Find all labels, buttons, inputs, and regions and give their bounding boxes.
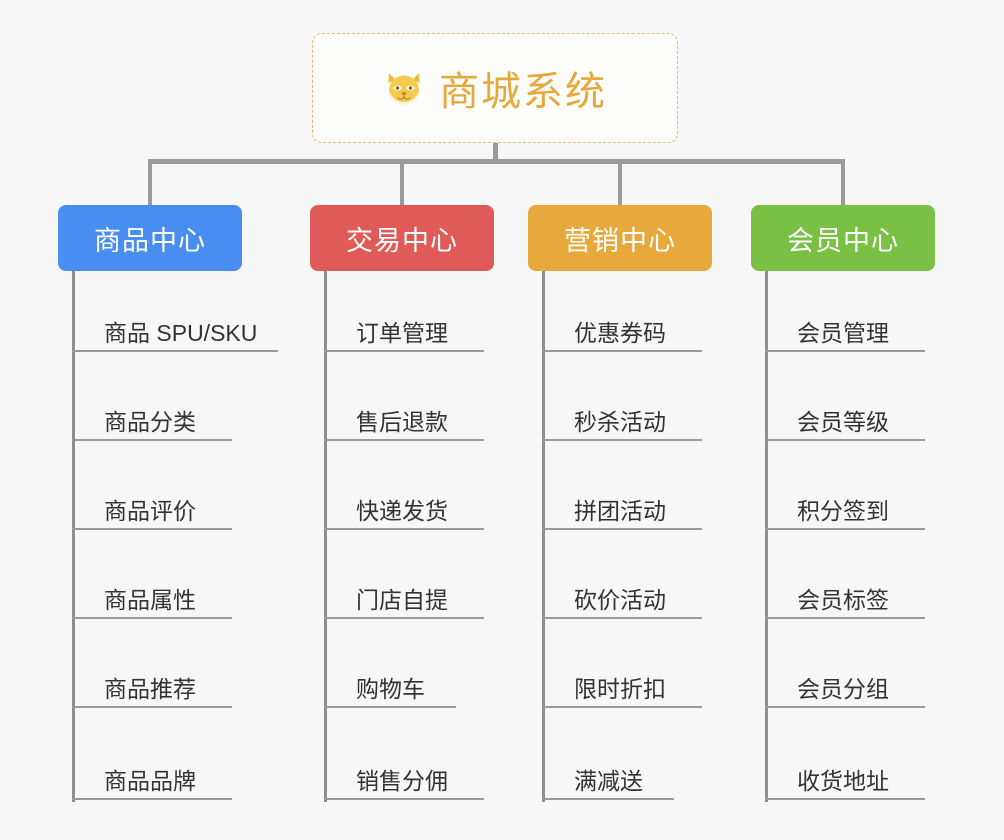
leaf-label: 购物车 [356, 675, 425, 702]
leaf-label: 收货地址 [797, 767, 889, 794]
leaf-item[interactable]: 砍价活动 [542, 529, 702, 619]
leaf-item[interactable]: 优惠券码 [542, 262, 702, 352]
leaf-label: 商品评价 [104, 497, 196, 524]
leaf-label: 会员管理 [797, 319, 889, 346]
branch-spine-4 [765, 271, 768, 802]
category-box-2[interactable]: 交易中心 [310, 205, 494, 271]
leaf-label: 会员分组 [797, 675, 889, 702]
branch-spine-2 [324, 271, 327, 802]
leaf-item[interactable]: 满减送 [542, 710, 674, 800]
leaf-item[interactable]: 会员分组 [765, 618, 925, 708]
leaf-item[interactable]: 秒杀活动 [542, 351, 702, 441]
category-box-3[interactable]: 营销中心 [528, 205, 712, 271]
leaf-item[interactable]: 售后退款 [324, 351, 484, 441]
leaf-item[interactable]: 收货地址 [765, 710, 925, 800]
leaf-item[interactable]: 门店自提 [324, 529, 484, 619]
leaf-label: 积分签到 [797, 497, 889, 524]
leaf-label: 会员等级 [797, 408, 889, 435]
horizontal-bus-connector [148, 159, 845, 164]
category-label-4: 会员中心 [787, 225, 899, 256]
leaf-label: 快递发货 [356, 497, 448, 524]
drop-connector-4 [841, 159, 845, 207]
leaf-label: 门店自提 [356, 586, 448, 613]
category-box-1[interactable]: 商品中心 [58, 205, 242, 271]
branch-spine-1 [72, 271, 75, 802]
leaf-label: 商品属性 [104, 586, 196, 613]
shiba-dog-face-icon [383, 67, 425, 109]
leaf-label: 销售分佣 [356, 767, 448, 794]
leaf-item[interactable]: 商品品牌 [72, 710, 232, 800]
leaf-item[interactable]: 销售分佣 [324, 710, 484, 800]
category-label-1: 商品中心 [94, 225, 206, 256]
leaf-label: 商品 SPU/SKU [104, 319, 258, 346]
category-label-2: 交易中心 [346, 225, 458, 256]
leaf-label: 满减送 [574, 767, 643, 794]
drop-connector-3 [618, 159, 622, 207]
leaf-label: 售后退款 [356, 408, 448, 435]
category-box-4[interactable]: 会员中心 [751, 205, 935, 271]
leaf-item[interactable]: 会员等级 [765, 351, 925, 441]
leaf-label: 砍价活动 [574, 586, 666, 613]
leaf-item[interactable]: 商品分类 [72, 351, 232, 441]
leaf-label: 商品分类 [104, 408, 196, 435]
leaf-label: 商品推荐 [104, 675, 196, 702]
leaf-item[interactable]: 购物车 [324, 618, 456, 708]
root-stem-connector [493, 143, 498, 162]
leaf-item[interactable]: 积分签到 [765, 440, 925, 530]
leaf-item[interactable]: 订单管理 [324, 262, 484, 352]
leaf-label: 秒杀活动 [574, 408, 666, 435]
leaf-label: 优惠券码 [574, 319, 666, 346]
leaf-label: 拼团活动 [574, 497, 666, 524]
leaf-item[interactable]: 会员管理 [765, 262, 925, 352]
leaf-item[interactable]: 限时折扣 [542, 618, 702, 708]
drop-connector-1 [148, 159, 152, 207]
leaf-item[interactable]: 快递发货 [324, 440, 484, 530]
root-title: 商城系统 [439, 70, 607, 114]
leaf-item[interactable]: 商品推荐 [72, 618, 232, 708]
leaf-item[interactable]: 商品属性 [72, 529, 232, 619]
leaf-item[interactable]: 商品 SPU/SKU [72, 262, 278, 352]
leaf-item[interactable]: 会员标签 [765, 529, 925, 619]
branch-spine-3 [542, 271, 545, 802]
leaf-item[interactable]: 拼团活动 [542, 440, 702, 530]
category-label-3: 营销中心 [564, 225, 676, 256]
leaf-item[interactable]: 商品评价 [72, 440, 232, 530]
drop-connector-2 [400, 159, 404, 207]
leaf-label: 订单管理 [356, 319, 448, 346]
leaf-label: 会员标签 [797, 586, 889, 613]
root-node[interactable]: 商城系统 [312, 33, 678, 143]
leaf-label: 商品品牌 [104, 767, 196, 794]
leaf-label: 限时折扣 [574, 675, 666, 702]
